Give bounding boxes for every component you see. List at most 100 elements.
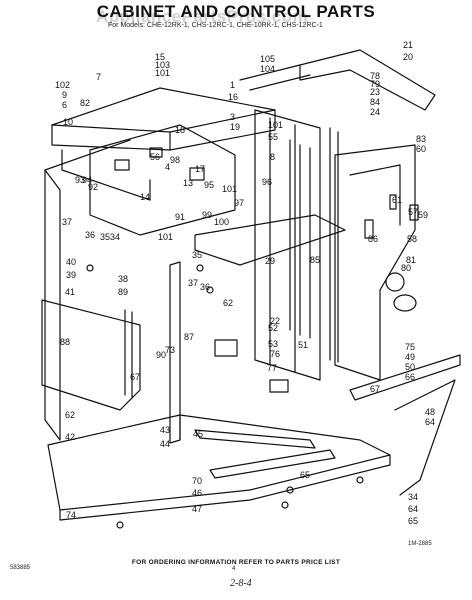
part-callout-18: 18 <box>175 125 185 135</box>
model-numbers: For Models: CHE-12RK-1, CHS-12RC-1, CHE-… <box>108 22 323 29</box>
part-callout-15: 15 <box>155 52 165 62</box>
part-callout-37: 37 <box>188 278 198 288</box>
page-number: 4 <box>232 566 236 572</box>
part-callout-13: 13 <box>183 178 193 188</box>
top-rail <box>299 49 436 111</box>
part-callout-105: 105 <box>260 54 275 64</box>
part-callout-70: 70 <box>192 476 202 486</box>
heater-cover <box>194 214 346 266</box>
bottom-strip-right <box>209 449 336 479</box>
part-callout-90: 90 <box>156 350 166 360</box>
part-callout-91: 91 <box>175 212 185 222</box>
part-callout-51: 51 <box>298 340 308 350</box>
callout-labels: 2120105104787923842483601510310171029610… <box>55 40 435 526</box>
part-callout-64: 64 <box>408 504 418 514</box>
part-callout-81: 81 <box>406 255 416 265</box>
part-callout-88: 88 <box>60 337 70 347</box>
part-callout-20: 20 <box>403 52 413 62</box>
part-callout-66: 66 <box>405 372 415 382</box>
part-callout-102: 102 <box>55 80 70 90</box>
part-callout-60: 60 <box>416 144 426 154</box>
part-callout-101: 101 <box>268 120 283 130</box>
part-callout-29: 29 <box>265 256 275 266</box>
door-panel <box>41 299 141 411</box>
part-callout-6: 6 <box>62 100 67 110</box>
part-callout-77: 77 <box>267 363 277 373</box>
ordering-note: FOR ORDERING INFORMATION REFER TO PARTS … <box>131 559 341 566</box>
part-callout-78: 78 <box>370 71 380 81</box>
part-callout-47: 47 <box>192 504 202 514</box>
part-callout-9: 9 <box>62 90 67 100</box>
part-callout-86: 86 <box>368 234 378 244</box>
part-callout-58: 58 <box>407 234 417 244</box>
part-callout-34: 34 <box>110 232 120 242</box>
part-callout-53: 53 <box>268 339 278 349</box>
part-callout-45: 45 <box>193 429 203 439</box>
part-callout-42: 42 <box>65 432 75 442</box>
part-callout-55: 55 <box>268 132 278 142</box>
part-callout-103: 103 <box>155 60 170 70</box>
part-callout-7: 7 <box>96 72 101 82</box>
part-callout-73: 73 <box>165 345 175 355</box>
part-callout-56: 56 <box>150 152 160 162</box>
part-callout-46: 46 <box>192 488 202 498</box>
part-callout-38: 38 <box>118 274 128 284</box>
part-callout-50: 50 <box>405 362 415 372</box>
part-callout-79: 79 <box>370 79 380 89</box>
part-callout-97: 97 <box>234 198 244 208</box>
part-callout-85: 85 <box>310 255 320 265</box>
part-callout-3: 3 <box>230 112 235 122</box>
part-callout-62: 62 <box>65 410 75 420</box>
part-callout-48: 48 <box>425 407 435 417</box>
part-callout-35: 35 <box>192 250 202 260</box>
part-callout-87: 87 <box>184 332 194 342</box>
part-callout-16: 16 <box>228 92 238 102</box>
back-panel <box>254 109 321 381</box>
part-callout-10: 10 <box>63 117 73 127</box>
part-callout-39: 39 <box>66 270 76 280</box>
part-callout-62: 62 <box>223 298 233 308</box>
part-callout-37: 37 <box>62 217 72 227</box>
document-code: 583885 <box>10 565 31 571</box>
part-callout-65: 65 <box>408 516 418 526</box>
diagram-linework <box>41 49 461 529</box>
cabinet-left-wall <box>44 169 61 441</box>
part-callout-99: 99 <box>202 210 212 220</box>
part-callout-19: 19 <box>230 122 240 132</box>
part-callout-83: 83 <box>416 134 426 144</box>
part-callout-34: 34 <box>408 492 418 502</box>
part-callout-76: 76 <box>270 349 280 359</box>
part-callout-17: 17 <box>195 164 205 174</box>
right-frame <box>334 144 416 381</box>
part-callout-101: 101 <box>158 232 173 242</box>
part-callout-75: 75 <box>405 342 415 352</box>
watermark: AppliancePartsPros.com <box>96 7 309 26</box>
part-callout-1: 1 <box>230 80 235 90</box>
part-callout-36: 36 <box>85 230 95 240</box>
part-callout-61: 61 <box>392 195 402 205</box>
part-callout-74: 74 <box>66 510 76 520</box>
part-callout-89: 89 <box>118 287 128 297</box>
part-callout-67: 67 <box>130 372 140 382</box>
part-callout-52: 52 <box>268 323 278 333</box>
part-callout-94: 94 <box>82 175 92 185</box>
part-callout-40: 40 <box>66 257 76 267</box>
bottom-strip-left <box>194 429 316 449</box>
part-callout-21: 21 <box>403 40 413 50</box>
part-callout-98: 98 <box>170 155 180 165</box>
part-callout-101: 101 <box>222 184 237 194</box>
page-title: CABINET AND CONTROL PARTS <box>96 2 376 21</box>
part-callout-49: 49 <box>405 352 415 362</box>
part-callout-67: 67 <box>370 384 380 394</box>
part-callout-84: 84 <box>370 97 380 107</box>
part-callout-8: 8 <box>270 152 275 162</box>
part-callout-24: 24 <box>370 107 380 117</box>
part-callout-14: 14 <box>140 192 150 202</box>
part-callout-96: 96 <box>262 177 272 187</box>
control-panel <box>89 124 236 236</box>
part-callout-93: 93 <box>75 175 85 185</box>
part-callout-22: 22 <box>270 316 280 326</box>
part-callout-104: 104 <box>260 64 275 74</box>
part-callout-82: 82 <box>80 98 90 108</box>
part-callout-57: 57 <box>408 207 418 217</box>
